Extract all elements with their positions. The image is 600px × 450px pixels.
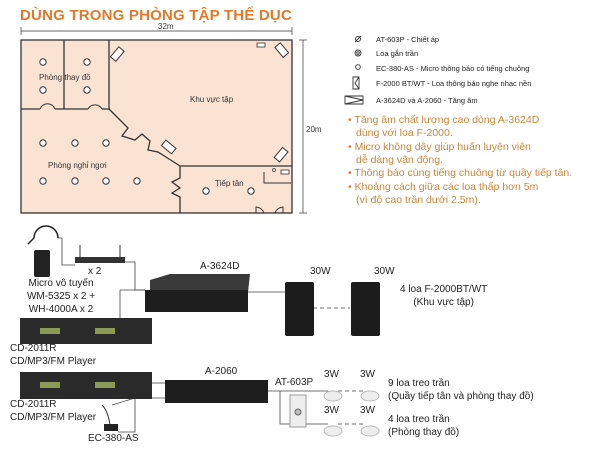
- width-label: 32m: [158, 22, 174, 31]
- bullet-line: • Micro không dây giúp huấn luyện viên: [348, 141, 531, 153]
- amplifier-icon-plan: [256, 42, 266, 48]
- wall-speaker-icons: [109, 42, 290, 163]
- watt-label: 30W: [310, 266, 331, 277]
- legend-item: AT-603P - Chiết áp: [376, 35, 440, 44]
- bodypack-transmitter: [34, 250, 50, 277]
- wall-speaker-2: [351, 282, 380, 336]
- mic-label: Micro vô tuyến WM-5325 x 2 + WH-4000A x …: [26, 278, 96, 315]
- legend-item: F-2000 BT/WT - Loa thông báo nghe nhạc n…: [376, 79, 532, 88]
- bullet-line: • Khoảng cách giữa các loa thấp hơn 5m: [348, 181, 539, 193]
- wall-speakers-desc: 4 loa F-2000BT/WT (Khu vực tập): [400, 284, 488, 308]
- cd2-label: CD-2011R CD/MP3/FM Player: [10, 399, 97, 423]
- headset-mic: [27, 225, 59, 245]
- amplifier-a2060: [165, 380, 268, 403]
- paging-mic-label: EC-380-AS: [88, 433, 139, 444]
- room-label: Phòng thay đồ: [39, 73, 91, 82]
- watt-label: 3W: [324, 369, 339, 380]
- bullet-line: • Tăng âm chất lượng cao dòng A-3624D: [348, 114, 540, 126]
- bullet-line: • Thông báo cùng tiếng chuông từ quầy ti…: [348, 167, 573, 179]
- dimension-lines: [20, 27, 307, 214]
- legend-item: EC-380-AS - Micro thông báo có tiếng chu…: [376, 64, 530, 73]
- paging-mic-icon-plan: [272, 168, 276, 172]
- legend-icons: [344, 35, 364, 105]
- watt-label: 30W: [374, 266, 395, 277]
- legend-item: Loa gắn trần: [376, 49, 419, 58]
- room-label: Khu vực tập: [190, 95, 234, 104]
- wireless-receiver: [75, 245, 125, 263]
- page-title: DÙNG TRONG PHÒNG TẬP THỂ DỤC: [20, 7, 292, 24]
- attenuator-label: AT-603P: [275, 377, 314, 388]
- cd-player-1: [20, 318, 152, 344]
- ceiling-speakers: [323, 390, 380, 437]
- receiver-qty: x 2: [88, 266, 102, 277]
- watt-label: 3W: [360, 369, 375, 380]
- watt-label: 3W: [360, 405, 375, 416]
- room-label: Tiếp tân: [215, 179, 244, 188]
- ceiling-speaker-icons: [39, 58, 255, 195]
- watt-label: 3W: [324, 405, 339, 416]
- cd-player-2: [20, 372, 152, 399]
- ceiling-group1-desc: 9 loa treo trần (Quầy tiếp tân và phòng …: [388, 378, 534, 402]
- amplifier-icon-plan: [280, 169, 290, 175]
- bullet-line: dùng với loa F-2000.: [356, 127, 453, 139]
- amp1-label: A-3624D: [200, 261, 240, 272]
- legend-item: A-3624D và A-2060 - Tăng âm: [376, 96, 478, 105]
- height-label: 20m: [306, 125, 322, 134]
- bullet-line: (vì độ cao trần dưới 2.5m).: [356, 194, 481, 206]
- room-label: Phòng nghỉ ngơi: [48, 161, 107, 170]
- wall-speaker-1: [285, 282, 314, 336]
- paging-mic-ec380: [101, 404, 118, 431]
- ceiling-group2-desc: 4 loa treo trần (Phòng thay đồ): [388, 414, 460, 438]
- cables: [58, 237, 365, 433]
- amp2-label: A-2060: [205, 366, 238, 377]
- floor-plan: [20, 39, 293, 214]
- cd1-label: CD-2011R CD/MP3/FM Player: [10, 343, 97, 367]
- bullet-line: dễ dàng vận động.: [356, 154, 443, 166]
- amplifier-a3624d: [145, 274, 250, 312]
